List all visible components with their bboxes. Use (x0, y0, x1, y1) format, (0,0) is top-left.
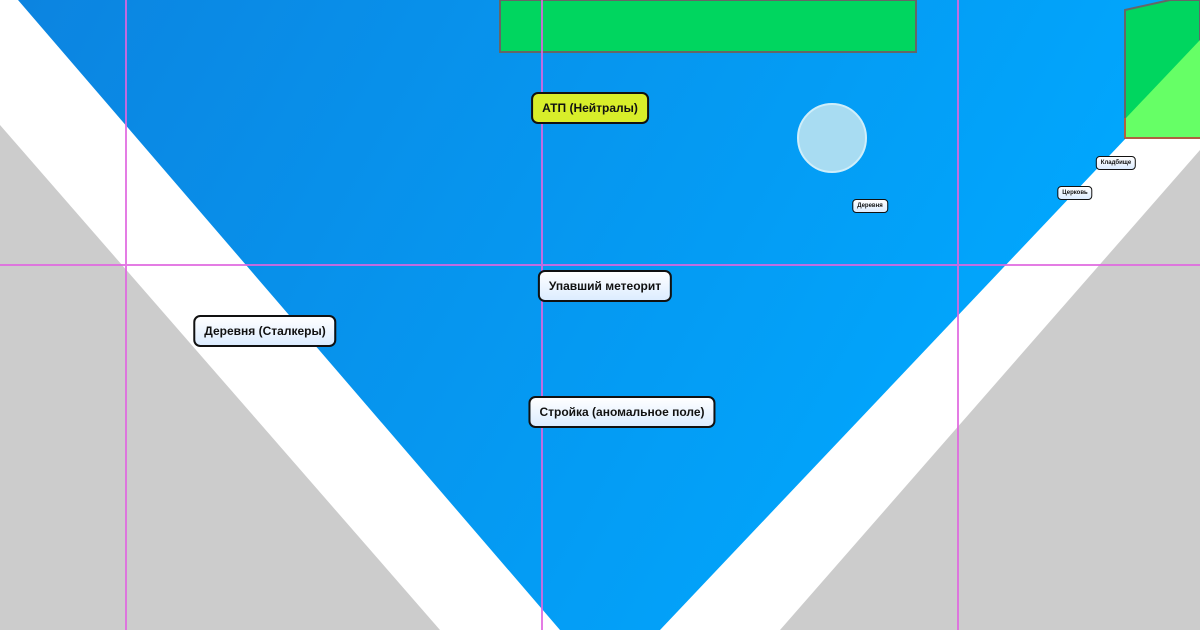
zone-top[interactable] (499, 0, 917, 53)
zone-right-light (1126, 40, 1200, 137)
label-cemetery[interactable]: Кладбище (1095, 156, 1137, 170)
ground-right (780, 150, 1200, 630)
label-construction[interactable]: Стройка (аномальное поле) (528, 396, 716, 428)
label-meteorite[interactable]: Упавший метеорит (537, 270, 673, 302)
ground-left (0, 125, 440, 630)
label-village[interactable]: Деревня (852, 199, 888, 213)
label-village-stalkers[interactable]: Деревня (Сталкеры) (193, 315, 337, 347)
anomaly-circle[interactable] (797, 103, 867, 173)
label-church[interactable]: Церковь (1057, 186, 1093, 200)
label-atp[interactable]: АТП (Нейтралы) (531, 92, 649, 124)
lake (18, 0, 1200, 630)
